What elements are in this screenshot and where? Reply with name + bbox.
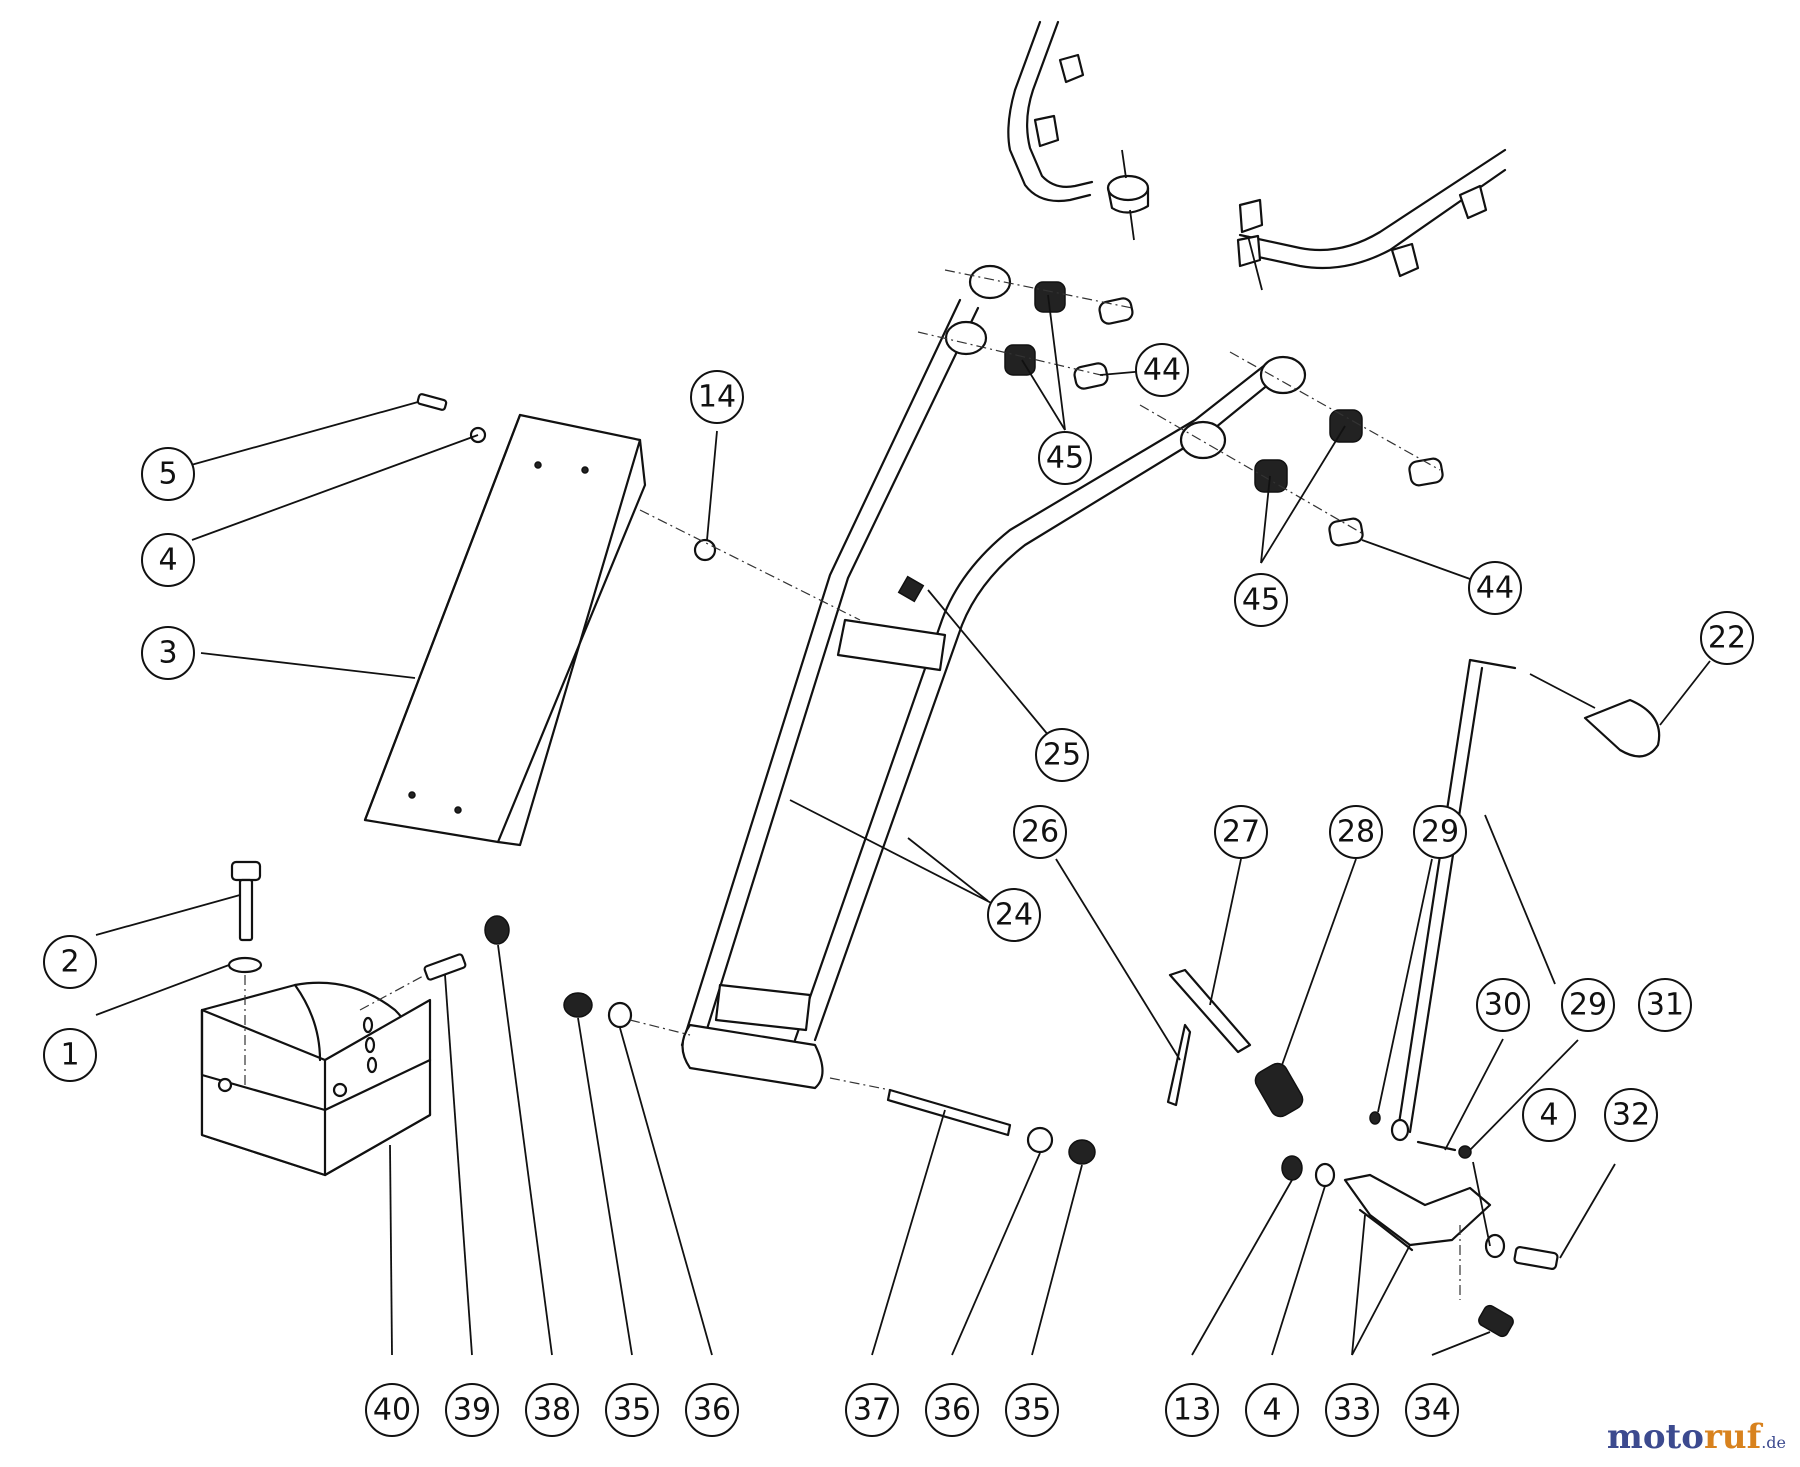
callout-33: 33	[1325, 1383, 1379, 1437]
callout-29b: 29	[1561, 978, 1615, 1032]
svg-text:35: 35	[1013, 1393, 1051, 1428]
callout-39: 39	[445, 1383, 499, 1437]
rod-assembly	[563, 992, 1096, 1165]
callout-45b: 45	[1234, 573, 1288, 627]
callout-30: 30	[1476, 978, 1530, 1032]
nuts-and-bushings	[917, 269, 1444, 547]
callout-3: 3	[141, 626, 195, 680]
svg-text:36: 36	[933, 1393, 971, 1428]
brand-part-2: ruf	[1703, 1417, 1762, 1457]
callout-27: 27	[1214, 805, 1268, 859]
callout-34: 34	[1405, 1383, 1459, 1437]
svg-text:5: 5	[158, 457, 177, 492]
svg-text:4: 4	[158, 543, 177, 578]
svg-text:33: 33	[1333, 1393, 1371, 1428]
callout-44a: 44	[1135, 343, 1189, 397]
svg-text:31: 31	[1646, 988, 1684, 1023]
callout-45a: 45	[1038, 431, 1092, 485]
svg-text:2: 2	[60, 945, 79, 980]
latch-plate-assembly	[1281, 1155, 1559, 1338]
svg-text:40: 40	[373, 1393, 411, 1428]
svg-text:35: 35	[613, 1393, 651, 1428]
svg-text:27: 27	[1222, 815, 1260, 850]
callout-40: 40	[365, 1383, 419, 1437]
svg-text:44: 44	[1476, 571, 1514, 606]
svg-text:24: 24	[995, 898, 1033, 933]
callout-4c: 4	[1245, 1383, 1299, 1437]
callout-36a: 36	[685, 1383, 739, 1437]
callout-25: 25	[1035, 728, 1089, 782]
svg-text:29: 29	[1421, 815, 1459, 850]
svg-text:30: 30	[1484, 988, 1522, 1023]
callout-1: 1	[43, 1028, 97, 1082]
callout-38: 38	[525, 1383, 579, 1437]
svg-text:1: 1	[60, 1038, 79, 1073]
brand-watermark: motoruf.de	[1607, 1417, 1786, 1457]
svg-text:4: 4	[1539, 1098, 1558, 1133]
callout-44b: 44	[1468, 561, 1522, 615]
callout-5: 5	[141, 447, 195, 501]
callouts: 1 2 3 4 5 14 24 25 26 27 28 29 30 29 31 …	[43, 343, 1754, 1437]
clip	[897, 575, 925, 603]
svg-text:34: 34	[1413, 1393, 1451, 1428]
svg-text:4: 4	[1262, 1393, 1281, 1428]
brand-part-1: moto	[1606, 1417, 1704, 1457]
svg-text:29: 29	[1569, 988, 1607, 1023]
svg-text:14: 14	[698, 380, 736, 415]
callout-36b: 36	[925, 1383, 979, 1437]
chute-cover	[363, 393, 861, 847]
leader-lines	[95, 294, 1711, 1356]
svg-text:25: 25	[1043, 738, 1081, 773]
grass-box	[200, 860, 510, 1177]
callout-28: 28	[1329, 805, 1383, 859]
callout-24: 24	[987, 888, 1041, 942]
callout-4b: 4	[1522, 1088, 1576, 1142]
handle-frame	[680, 264, 1307, 1090]
svg-text:36: 36	[693, 1393, 731, 1428]
callout-31: 31	[1638, 978, 1692, 1032]
brand-part-3: .de	[1761, 1433, 1786, 1452]
callout-13: 13	[1165, 1383, 1219, 1437]
callout-35b: 35	[1005, 1383, 1059, 1437]
callout-37: 37	[845, 1383, 899, 1437]
svg-text:22: 22	[1708, 621, 1746, 656]
svg-text:13: 13	[1173, 1393, 1211, 1428]
svg-text:38: 38	[533, 1393, 571, 1428]
callout-2: 2	[43, 935, 97, 989]
svg-text:39: 39	[453, 1393, 491, 1428]
callout-22: 22	[1700, 611, 1754, 665]
callout-14: 14	[690, 370, 744, 424]
svg-text:37: 37	[853, 1393, 891, 1428]
svg-text:45: 45	[1046, 441, 1084, 476]
callout-29a: 29	[1413, 805, 1467, 859]
svg-text:45: 45	[1242, 583, 1280, 618]
lever-rod	[1369, 658, 1661, 1159]
callout-35a: 35	[605, 1383, 659, 1437]
svg-text:3: 3	[158, 636, 177, 671]
mower-frame	[1007, 20, 1507, 291]
svg-text:28: 28	[1337, 815, 1375, 850]
svg-text:44: 44	[1143, 353, 1181, 388]
callout-32: 32	[1604, 1088, 1658, 1142]
callout-4a: 4	[141, 533, 195, 587]
latch-pins	[1166, 968, 1304, 1118]
svg-text:26: 26	[1021, 815, 1059, 850]
svg-text:32: 32	[1612, 1098, 1650, 1133]
callout-26: 26	[1013, 805, 1067, 859]
